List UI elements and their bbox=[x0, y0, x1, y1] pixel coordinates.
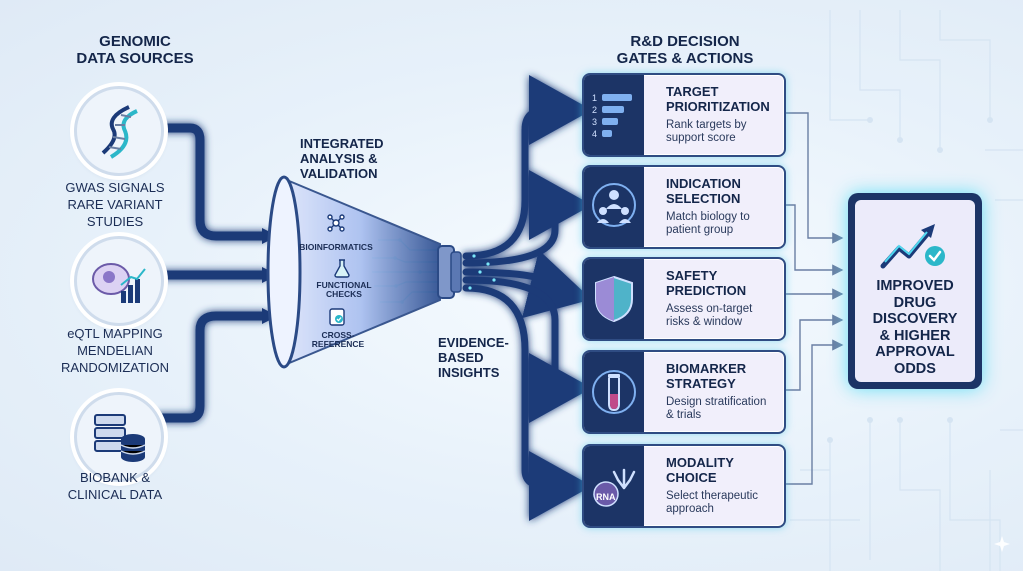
icon-panel: 1 2 3 4 bbox=[584, 75, 644, 155]
flask-icon bbox=[334, 259, 350, 278]
icon-panel bbox=[584, 352, 644, 432]
insights-label: EVIDENCE- BASED INSIGHTS bbox=[438, 335, 509, 380]
source-circle-cell bbox=[74, 236, 164, 326]
pipe-output-5 bbox=[462, 284, 592, 521]
decision-card-indication: INDICATION SELECTION Match biology to pa… bbox=[582, 165, 786, 249]
icon-panel bbox=[584, 167, 644, 247]
source-text: BIOBANK & bbox=[79, 470, 151, 485]
dna-helix-icon bbox=[101, 105, 138, 159]
card-desc: Select therapeutic approach bbox=[666, 490, 759, 516]
rna-text: RNA bbox=[596, 492, 616, 502]
source-text: CLINICAL DATA bbox=[67, 486, 163, 502]
pipe-output-1 bbox=[462, 75, 592, 260]
pipe-output-4 bbox=[462, 276, 592, 423]
pipe-input-3 bbox=[153, 311, 271, 423]
icon-panel bbox=[584, 259, 644, 339]
source-text: MENDELIAN bbox=[77, 342, 153, 358]
source-label-1: GWAS SIGNALS RARE VARIANT STUDIES bbox=[55, 180, 175, 231]
card-desc: Design stratification & trials bbox=[666, 396, 767, 422]
card-title: BIOMARKER STRATEGY bbox=[666, 361, 747, 391]
source-circle-biobank bbox=[74, 392, 164, 482]
card-title: INDICATION SELECTION bbox=[666, 176, 741, 206]
icon-panel: RNA bbox=[584, 446, 644, 526]
source-text: RANDOMIZATION bbox=[60, 359, 170, 375]
clipboard-check-icon bbox=[329, 308, 345, 326]
pipe-output-2 bbox=[462, 170, 592, 267]
sparkle-icon bbox=[994, 536, 1010, 552]
rna-antibody-icon: RNA bbox=[593, 468, 636, 507]
source-text: GWAS SIGNALS bbox=[65, 180, 165, 195]
trend-up-check-icon bbox=[880, 224, 945, 269]
step-functional-checks: FUNCTIONAL CHECKS bbox=[316, 280, 372, 299]
decision-card-safety: SAFETY PREDICTION Assess on-target risks… bbox=[582, 257, 786, 341]
outcome-inner: IMPROVED DRUG DISCOVERY & HIGHER APPROVA… bbox=[855, 200, 975, 382]
source-text: eQTL MAPPING bbox=[67, 326, 163, 341]
decision-card-biomarker: BIOMARKER STRATEGY Design stratification… bbox=[582, 350, 786, 434]
svg-text:4: 4 bbox=[592, 129, 597, 139]
outcome-text: IMPROVED DRUG DISCOVERY & HIGHER APPROVA… bbox=[872, 278, 958, 377]
source-circle-genomics bbox=[74, 86, 164, 176]
analysis-heading: INTEGRATED ANALYSIS & VALIDATION bbox=[300, 136, 384, 181]
server-database-icon bbox=[94, 414, 146, 462]
sources-heading: GENOMIC DATA SOURCES bbox=[76, 33, 194, 68]
source-text: RARE VARIANT bbox=[67, 196, 163, 212]
source-text: STUDIES bbox=[86, 213, 144, 229]
card-title: SAFETY PREDICTION bbox=[666, 268, 747, 298]
svg-text:1: 1 bbox=[592, 93, 597, 103]
source-label-3: BIOBANK & CLINICAL DATA bbox=[55, 470, 175, 504]
card-title: TARGET PRIORITIZATION bbox=[666, 84, 770, 114]
source-label-2: eQTL MAPPING MENDELIAN RANDOMIZATION bbox=[45, 326, 185, 377]
pipe-input-1 bbox=[153, 123, 271, 241]
test-tube-icon bbox=[592, 370, 636, 414]
cell-chart-icon bbox=[92, 263, 146, 303]
decisions-heading: R&D DECISION GATES & ACTIONS bbox=[616, 33, 754, 68]
card-desc: Assess on-target risks & window bbox=[666, 303, 753, 329]
analysis-funnel bbox=[266, 175, 462, 369]
outcome-box: IMPROVED DRUG DISCOVERY & HIGHER APPROVA… bbox=[848, 193, 982, 389]
step-cross-reference: CROSS- REFERENCE bbox=[311, 330, 365, 349]
pipe-output-3 bbox=[462, 250, 592, 319]
decision-card-target: 1 2 3 4 TARGET PRIORITIZATION Rank targets … bbox=[582, 73, 786, 157]
decision-card-modality: RNA MODALITY CHOICE Select therapeutic a… bbox=[582, 444, 786, 528]
card-desc: Rank targets by support score bbox=[666, 119, 747, 145]
svg-text:3: 3 bbox=[592, 117, 597, 127]
svg-text:2: 2 bbox=[592, 105, 597, 115]
card-title: MODALITY CHOICE bbox=[666, 455, 734, 485]
card-desc: Match biology to patient group bbox=[666, 211, 750, 237]
step-bioinformatics: BIOINFORMATICS bbox=[299, 242, 373, 252]
shield-icon bbox=[595, 275, 633, 323]
patient-group-icon bbox=[592, 183, 636, 227]
ranked-list-icon: 1 2 3 4 bbox=[592, 93, 632, 139]
network-icon bbox=[327, 214, 345, 232]
